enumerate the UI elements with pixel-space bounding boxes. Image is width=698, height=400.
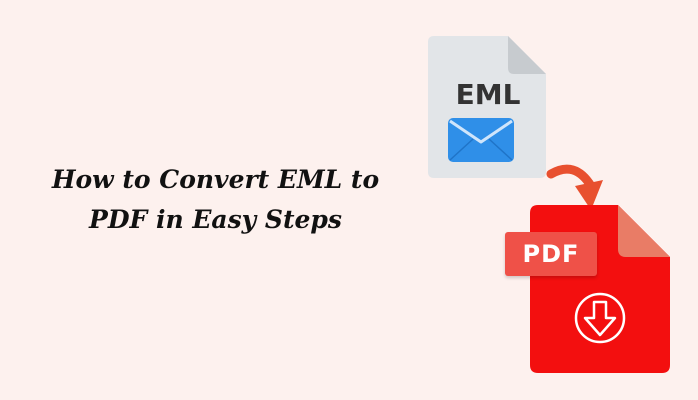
- title-line-1: How to Convert EML to: [51, 165, 380, 194]
- title-line-2: PDF in Easy Steps: [89, 205, 342, 234]
- pdf-label: PDF: [522, 240, 580, 268]
- curved-arrow-icon: [546, 164, 603, 210]
- pdf-badge: PDF: [505, 232, 597, 276]
- eml-label: EML: [455, 78, 521, 111]
- envelope-icon: [448, 118, 514, 162]
- page-title: How to Convert EML to PDF in Easy Steps: [18, 160, 413, 240]
- download-arrow-icon: [574, 292, 626, 344]
- eml-file-icon: [428, 36, 546, 178]
- pdf-file-icon: [530, 205, 670, 373]
